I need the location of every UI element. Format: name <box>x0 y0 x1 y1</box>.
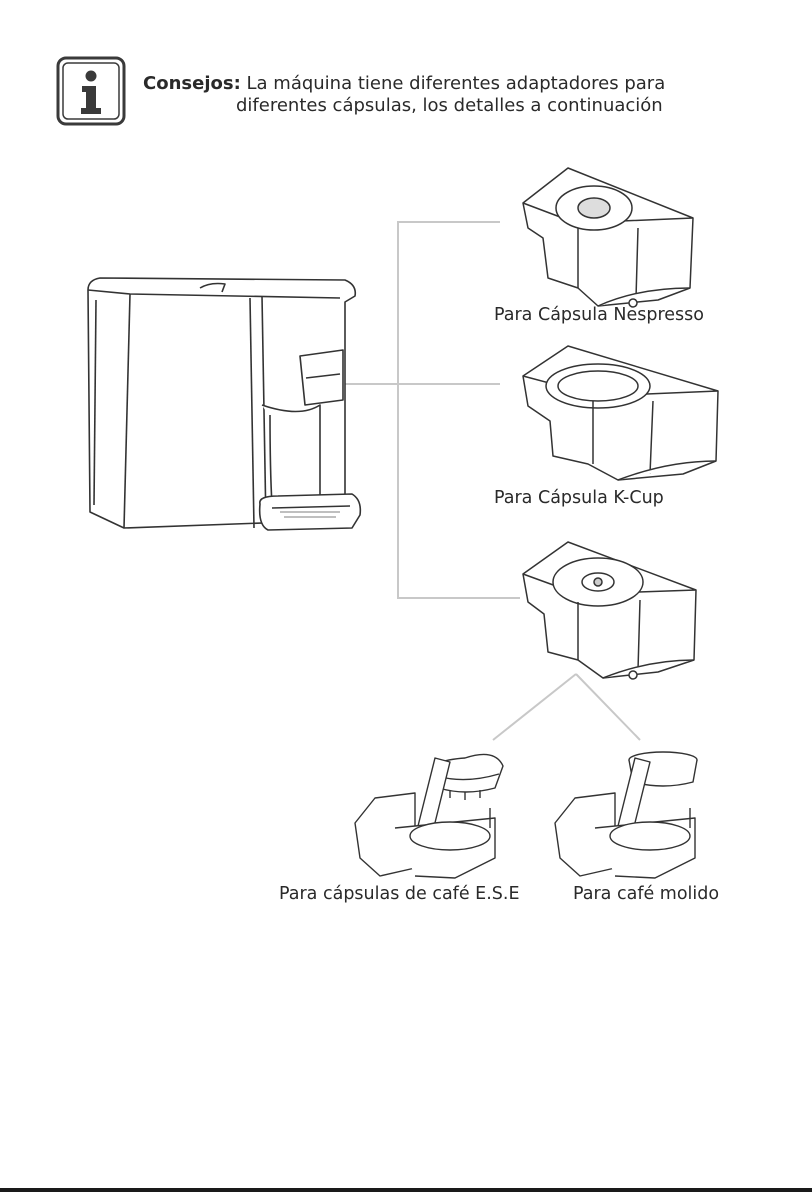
bottom-rule <box>0 1188 812 1192</box>
label-kcup: Para Cápsula K-Cup <box>494 488 664 508</box>
ese-holder-drawing <box>355 754 503 878</box>
label-ese: Para cápsulas de café E.S.E <box>279 884 520 904</box>
nespresso-adapter-drawing <box>523 168 693 307</box>
kcup-adapter-drawing <box>523 346 718 480</box>
label-nespresso: Para Cápsula Nespresso <box>494 305 704 325</box>
ese-adapter-drawing <box>523 542 696 679</box>
label-kcup-name: K-Cup <box>613 488 663 508</box>
coffee-machine-drawing <box>88 278 360 530</box>
label-kcup-prefix: Para Cápsula <box>494 488 613 508</box>
ground-holder-drawing <box>555 752 697 878</box>
label-ground-coffee: Para café molido <box>573 884 719 904</box>
